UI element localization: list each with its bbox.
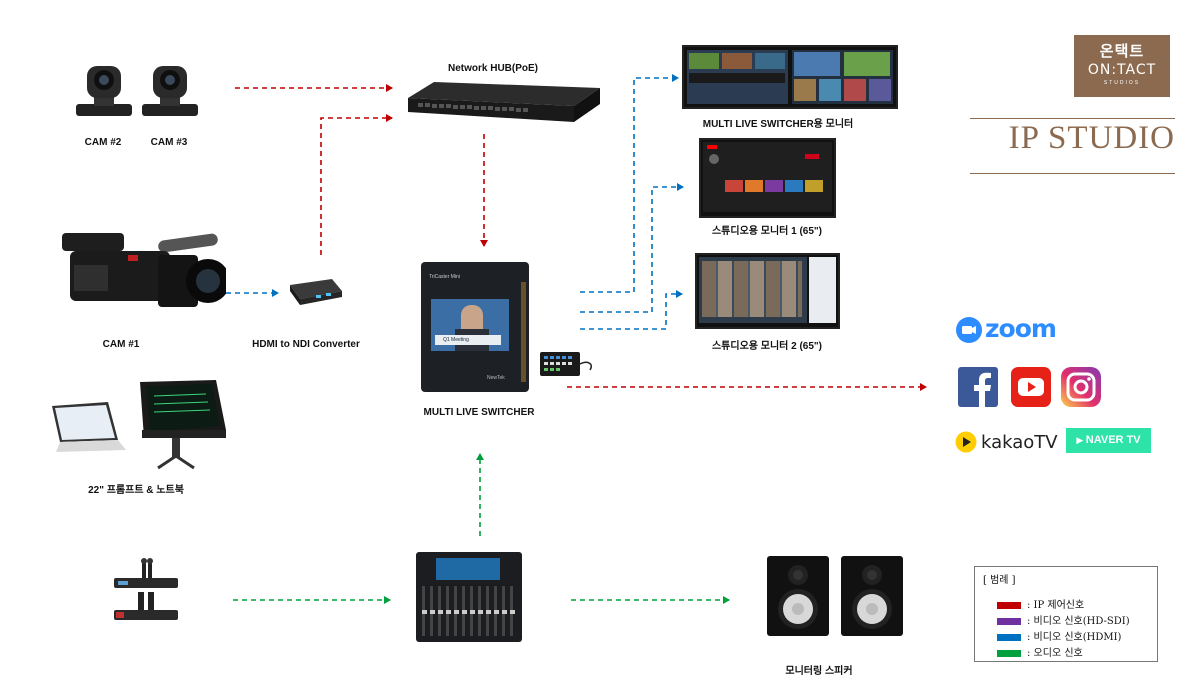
converter-label: HDMI to NDI Converter: [252, 339, 360, 350]
zoom-logo-text: zoom: [985, 314, 1057, 343]
control-panel-icon: [540, 352, 592, 376]
studio-speakers-icon: [767, 556, 903, 636]
ndi-converter-icon: [290, 279, 342, 305]
legend-item-hdmi: : 비디오 신호(HDMI): [997, 628, 1121, 643]
legend-swatch: [997, 634, 1021, 641]
legend-item-label: : 오디오 신호: [1027, 648, 1083, 659]
legend-title: [ 범례 ]: [983, 575, 1016, 586]
cam3-label: CAM #3: [150, 137, 188, 148]
logo-sub: STUDIOS: [1103, 80, 1141, 86]
legend-swatch: [997, 602, 1021, 609]
ontact-studios-logo: 온택트 ON:TACT STUDIOS: [1074, 35, 1170, 97]
logo-english: ON:TACT: [1087, 62, 1157, 78]
studio-monitor-1: [699, 138, 836, 218]
navertv-logo-text: NAVER TV: [1085, 434, 1141, 446]
zoom-icon: [956, 317, 982, 343]
legend-box: [ 범례 ] : IP 제어신호 : 비디오 신호(HD-SDI) : 비디오 …: [974, 566, 1158, 662]
prompter-label: 22" 프롬프트 & 노트북: [88, 485, 184, 496]
legend-item-label: : IP 제어신호: [1027, 600, 1085, 611]
title-bottom-rule: [970, 173, 1175, 174]
youtube-icon: [1011, 367, 1051, 407]
hub-label: Network HUB(PoE): [447, 63, 539, 74]
logo-korean: 온택트: [1099, 42, 1145, 60]
facebook-icon: [958, 367, 998, 407]
audio-mixer-device: [416, 552, 522, 642]
camcorder-icon: [62, 233, 226, 307]
switcher-label: MULTI LIVE SWITCHER: [423, 407, 535, 418]
switcher-caption: Q1 Meeting: [435, 335, 501, 345]
live-switcher-device: TriCaster Mini Q1 Meeting NewTek: [421, 262, 529, 392]
cam1-label: CAM #1: [102, 339, 140, 350]
kakaotv-play-icon: [955, 431, 977, 453]
wire-switcher-to-monitor1: [580, 183, 684, 313]
legend-item-label: : 비디오 신호(HD-SDI): [1027, 616, 1130, 627]
switcher-preview-screen: Q1 Meeting: [431, 299, 509, 351]
instagram-icon: [1061, 367, 1101, 407]
switcher-brand-text: TriCaster Mini: [429, 274, 460, 280]
page-title: IP STUDIO: [1008, 120, 1175, 156]
studio-monitor-2: [695, 253, 840, 329]
studio-monitor-2-label: 스튜디오용 모니터 2 (65"): [711, 341, 823, 352]
legend-item-ip: : IP 제어신호: [997, 596, 1084, 611]
navertv-play-icon: ▶: [1076, 435, 1086, 445]
legend-swatch: [997, 650, 1021, 657]
legend-swatch: [997, 618, 1021, 625]
switcher-maker-text: NewTek: [487, 375, 505, 381]
studio-monitor-1-label: 스튜디오용 모니터 1 (65"): [711, 226, 823, 237]
multiview-monitor: [682, 45, 898, 109]
wireless-mic-icon: [114, 558, 178, 620]
wire-converter-to-hub: [320, 114, 393, 255]
navertv-logo: ▶ NAVER TV: [1066, 428, 1151, 453]
legend-item-hdsdi: : 비디오 신호(HD-SDI): [997, 612, 1130, 627]
cam2-label: CAM #2: [84, 137, 122, 148]
title-top-rule: [970, 118, 1175, 119]
wire-switcher-to-monitor2: [580, 290, 683, 330]
prompter-laptop-icon: [52, 380, 226, 470]
multiview-monitor-label: MULTI LIVE SWITCHER용 모니터: [702, 119, 854, 130]
legend-item-label: : 비디오 신호(HDMI): [1027, 632, 1122, 643]
legend-item-audio: : 오디오 신호: [997, 644, 1083, 659]
kakaotv-logo-text: kakaoTV: [981, 432, 1058, 453]
speaker-label: 모니터링 스피커: [785, 666, 853, 677]
ptz-camera-pair-icon: [76, 66, 198, 116]
network-hub-icon: [408, 82, 600, 122]
